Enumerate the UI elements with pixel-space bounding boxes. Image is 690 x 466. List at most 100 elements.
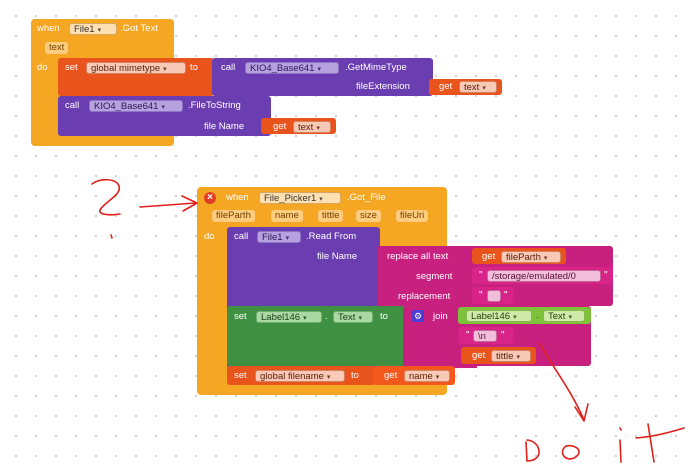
error-x-icon[interactable]: × bbox=[204, 192, 216, 204]
dropdown-arrow-icon: ▾ bbox=[319, 196, 323, 203]
quote-open: " bbox=[466, 330, 470, 341]
component-name: File_Picker1 bbox=[264, 193, 317, 204]
dropdown-arrow-icon: ▾ bbox=[358, 315, 362, 322]
arg-label-file-name: file Name bbox=[317, 251, 358, 262]
arg-label-file-name: file Name bbox=[204, 121, 245, 132]
component-name: File1 bbox=[74, 24, 95, 35]
label-component-dropdown[interactable]: Label146▾ bbox=[256, 311, 322, 323]
gear-icon[interactable]: ⚙ bbox=[412, 310, 424, 322]
param-fileuri[interactable]: fileUri bbox=[396, 210, 429, 222]
join-keyword: join bbox=[433, 311, 448, 322]
get-var-name: name bbox=[409, 371, 433, 382]
set-keyword: set bbox=[234, 370, 247, 381]
quote-open: " bbox=[479, 290, 483, 301]
segment-text-value[interactable]: /storage/emulated/0 bbox=[487, 270, 601, 282]
get-keyword: get bbox=[273, 121, 287, 132]
quote-open: " bbox=[479, 270, 483, 281]
global-var-dropdown[interactable]: global filename▾ bbox=[255, 370, 345, 382]
to-keyword: to bbox=[351, 370, 359, 381]
get-keyword: get bbox=[482, 251, 496, 262]
get-var-name: tittle bbox=[496, 351, 514, 362]
dropdown-arrow-icon: ▾ bbox=[568, 314, 572, 321]
do-keyword: do bbox=[37, 62, 48, 73]
do-keyword: do bbox=[204, 231, 215, 242]
dropdown-arrow-icon: ▾ bbox=[435, 374, 440, 381]
handwritten-letter-i bbox=[619, 427, 622, 463]
call-component-name: KIO4_Base641 bbox=[94, 101, 159, 112]
method-name: .GetMimeType bbox=[345, 62, 407, 73]
call-component-name: File1 bbox=[262, 232, 283, 243]
set-keyword: set bbox=[234, 311, 247, 322]
replacement-text-value[interactable] bbox=[487, 290, 501, 302]
method-name: .FileToString bbox=[188, 100, 241, 111]
join-property-name: Text bbox=[548, 311, 566, 322]
handwritten-letter-o bbox=[561, 444, 580, 460]
segment-value-text: /storage/emulated/0 bbox=[492, 271, 576, 282]
handwritten-letter-t bbox=[635, 423, 685, 463]
call-component-dropdown[interactable]: File1▾ bbox=[257, 231, 301, 243]
newline-text-value[interactable]: \n bbox=[473, 330, 497, 342]
to-keyword: to bbox=[190, 62, 198, 73]
property-name: Text bbox=[338, 312, 356, 323]
call-component-dropdown[interactable]: KIO4_Base641▾ bbox=[89, 100, 183, 112]
call-keyword: call bbox=[221, 62, 236, 73]
dropdown-arrow-icon: ▾ bbox=[303, 315, 307, 322]
handwritten-arrow-right bbox=[139, 202, 197, 208]
dropdown-arrow-icon: ▾ bbox=[326, 374, 331, 381]
get-var-dropdown[interactable]: text▾ bbox=[293, 121, 331, 133]
label-component-name: Label146 bbox=[261, 312, 301, 323]
handwritten-arrow-down bbox=[538, 342, 585, 421]
dropdown-arrow-icon: ▾ bbox=[543, 255, 548, 262]
get-var-dropdown[interactable]: fileParth▾ bbox=[501, 251, 561, 263]
handwritten-question-mark bbox=[91, 178, 121, 216]
get-var-name: text bbox=[464, 82, 480, 93]
global-var-dropdown[interactable]: global mimetype▾ bbox=[86, 62, 186, 74]
param-fileparth[interactable]: fileParth bbox=[212, 210, 255, 222]
param-size[interactable]: size bbox=[356, 210, 381, 222]
when-keyword: when bbox=[37, 23, 60, 34]
join-component-name: Label146 bbox=[471, 311, 511, 322]
quote-close: " bbox=[604, 270, 608, 281]
get-var-name: fileParth bbox=[506, 252, 541, 263]
property-dropdown[interactable]: Text▾ bbox=[333, 311, 373, 323]
join-component-dropdown[interactable]: Label146▾ bbox=[466, 310, 532, 322]
newline-value-text: \n bbox=[478, 331, 486, 342]
get-keyword: get bbox=[439, 81, 453, 92]
get-keyword: get bbox=[384, 370, 398, 381]
component-dropdown[interactable]: File_Picker1▾ bbox=[259, 192, 341, 204]
param-tittle[interactable]: tittle bbox=[318, 210, 344, 222]
call-keyword: call bbox=[65, 100, 80, 111]
event-name: .Got Text bbox=[120, 23, 158, 34]
segment-label: segment bbox=[416, 271, 453, 282]
call-component-dropdown[interactable]: KIO4_Base641▾ bbox=[245, 62, 339, 74]
to-keyword: to bbox=[380, 311, 388, 322]
join-property-dropdown[interactable]: Text▾ bbox=[543, 310, 585, 322]
dropdown-arrow-icon: ▾ bbox=[317, 66, 321, 73]
call-component-name: KIO4_Base641 bbox=[250, 63, 315, 74]
dropdown-arrow-icon: ▾ bbox=[97, 27, 102, 34]
global-var-name: global filename bbox=[260, 371, 324, 382]
get-var-dropdown[interactable]: tittle▾ bbox=[491, 350, 531, 362]
dropdown-arrow-icon: ▾ bbox=[163, 66, 167, 73]
call-keyword: call bbox=[234, 231, 249, 242]
dot-separator: . bbox=[536, 310, 539, 321]
get-keyword: get bbox=[472, 350, 486, 361]
component-dropdown[interactable]: File1▾ bbox=[69, 23, 117, 35]
handwritten-letter-d bbox=[525, 439, 540, 462]
dropdown-arrow-icon: ▾ bbox=[516, 354, 520, 361]
get-var-dropdown[interactable]: name▾ bbox=[404, 370, 450, 382]
replace-all-text-label: replace all text bbox=[387, 251, 449, 262]
replacement-label: replacement bbox=[398, 291, 451, 302]
dot-separator: . bbox=[325, 311, 328, 322]
get-var-dropdown[interactable]: text▾ bbox=[459, 81, 497, 93]
dropdown-arrow-icon: ▾ bbox=[285, 235, 290, 242]
param-text[interactable]: text bbox=[45, 42, 69, 54]
quote-close: " bbox=[501, 330, 505, 341]
dropdown-arrow-icon: ▾ bbox=[513, 314, 517, 321]
method-name: .Read From bbox=[306, 231, 357, 242]
quote-close: " bbox=[504, 290, 508, 301]
global-var-name: global mimetype bbox=[91, 63, 161, 74]
param-name[interactable]: name bbox=[271, 210, 303, 222]
get-var-name: text bbox=[298, 122, 314, 133]
